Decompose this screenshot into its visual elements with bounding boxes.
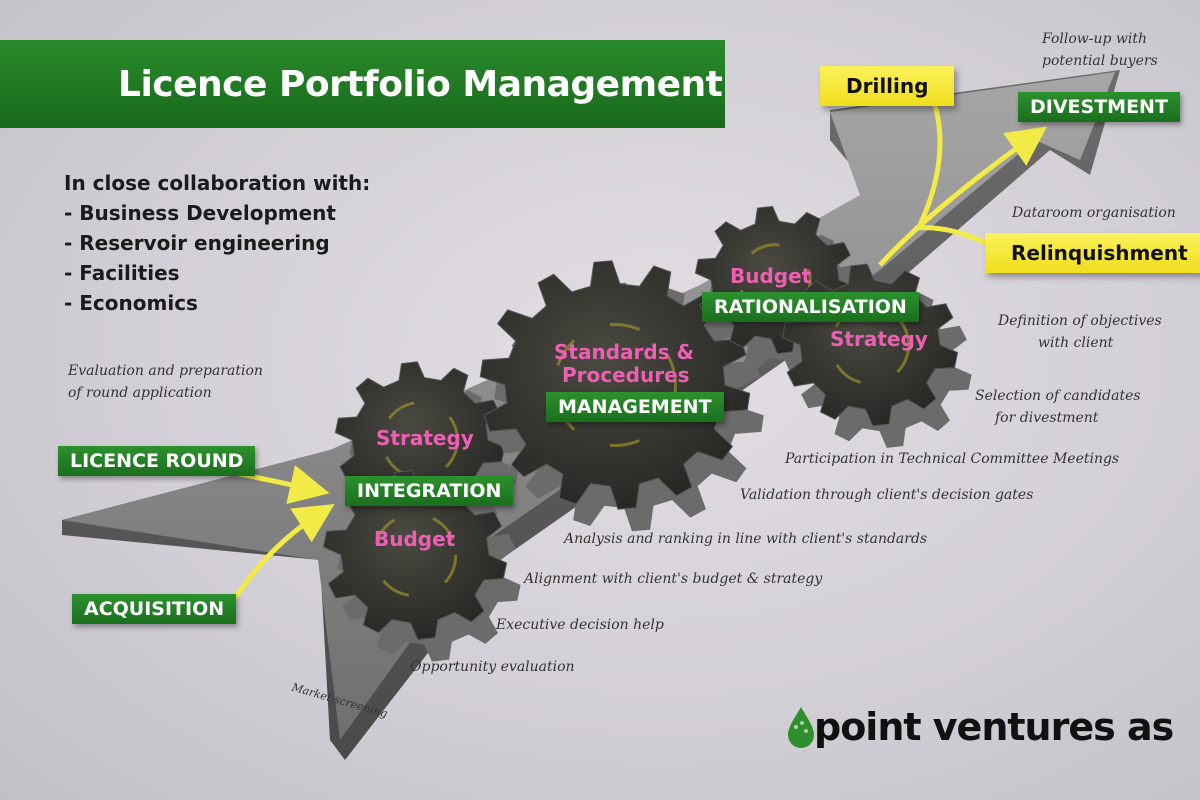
rationalisation-strategy-text: Strategy <box>830 327 928 351</box>
note-validation: Validation through client's decision gat… <box>740 487 1034 503</box>
note-alignment: Alignment with client's budget & strateg… <box>524 571 823 587</box>
note-definition: Definition of objectives with client <box>998 310 1162 354</box>
rationalisation-budget-text: Budget <box>730 264 812 288</box>
gear-rationalisation-top-rotation-arrow <box>738 243 812 317</box>
acquisition-label: ACQUISITION <box>72 594 237 624</box>
note-line: potential buyers <box>1042 53 1158 69</box>
procedures-text: Procedures <box>562 363 690 387</box>
gear-management-rotation-arrow <box>553 323 677 447</box>
collaboration-item: - Facilities <box>64 261 180 285</box>
gear-integration-bottom-rotation-arrow <box>372 512 458 598</box>
gear-integration-top-rotation-arrow <box>381 401 459 479</box>
relinquishment-label: Relinquishment <box>985 233 1200 273</box>
note-selection: Selection of candidates for divestment <box>975 385 1141 429</box>
integration-label: INTEGRATION <box>345 476 514 506</box>
note-line: of round application <box>68 385 212 401</box>
note-evaluation: Evaluation and preparation of round appl… <box>68 360 263 404</box>
note-dataroom: Dataroom organisation <box>1012 205 1176 221</box>
integration-strategy-text: Strategy <box>376 426 474 450</box>
collaboration-item: - Business Development <box>64 201 336 225</box>
note-analysis: Analysis and ranking in line with client… <box>564 531 928 547</box>
note-executive-decision: Executive decision help <box>496 617 664 633</box>
collaboration-heading: In close collaboration with: <box>64 171 371 195</box>
licence-round-label: LICENCE ROUND <box>58 446 256 476</box>
logo-drop-icon <box>788 707 814 748</box>
divestment-arrow <box>878 126 1048 267</box>
standards-text: Standards & <box>554 340 694 364</box>
note-follow-up: Follow-up with potential buyers <box>1042 28 1158 72</box>
drilling-branch <box>917 104 943 227</box>
note-participation: Participation in Technical Committee Mee… <box>785 451 1120 467</box>
acquisition-arrow <box>232 503 335 600</box>
drilling-label: Drilling <box>820 66 955 106</box>
integration-budget-text: Budget <box>374 527 456 551</box>
note-line: Definition of objectives <box>998 313 1162 329</box>
note-line: with client <box>1038 335 1114 351</box>
collaboration-item: - Reservoir engineering <box>64 231 330 255</box>
gear-management <box>479 260 751 510</box>
gear-rationalisation-bottom-rotation-arrow <box>830 305 910 385</box>
collaboration-item: - Economics <box>64 291 198 315</box>
collaboration-list: In close collaboration with: - Business … <box>64 168 370 318</box>
note-line: Follow-up with <box>1042 31 1148 47</box>
title-banner <box>0 40 725 128</box>
page-title: Licence Portfolio Management <box>118 64 723 105</box>
note-line: Selection of candidates <box>975 388 1141 404</box>
note-line: for divestment <box>995 410 1099 426</box>
company-logo: point ventures as <box>814 705 1174 749</box>
relinquishment-branch <box>914 225 992 248</box>
note-opportunity-evaluation: Opportunity evaluation <box>410 659 575 675</box>
divestment-label: DIVESTMENT <box>1018 92 1180 122</box>
management-label: MANAGEMENT <box>546 392 724 422</box>
rationalisation-label: RATIONALISATION <box>702 292 919 322</box>
note-line: Evaluation and preparation <box>68 363 263 379</box>
